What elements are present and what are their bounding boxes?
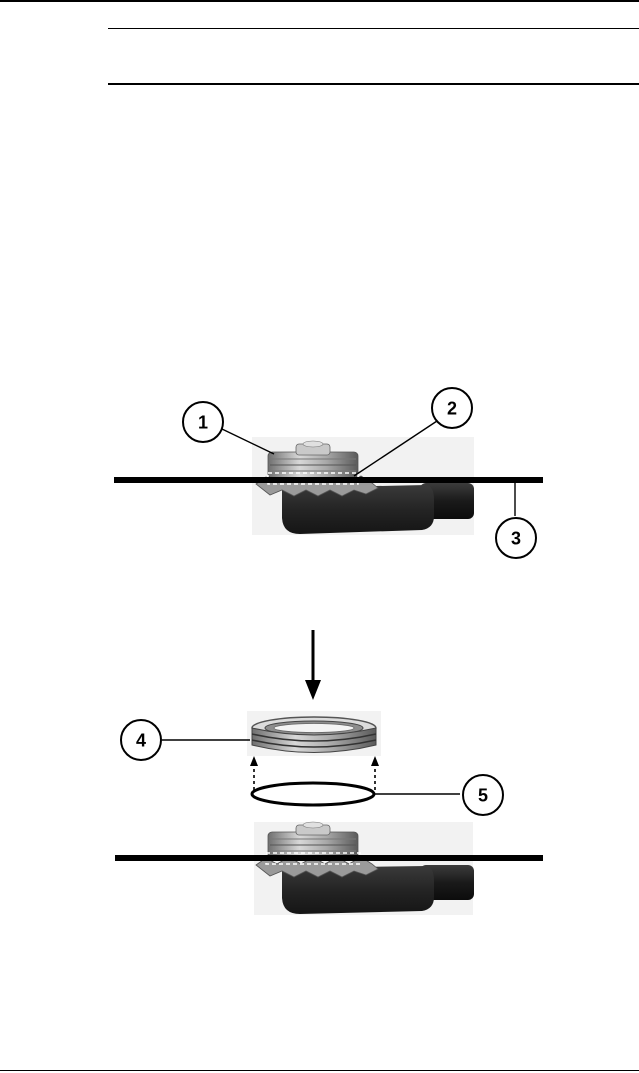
mounting-surface (114, 477, 543, 483)
down-arrow (305, 630, 321, 700)
callout-1: 1 (183, 402, 223, 442)
top-mount-assembly: 1 2 3 (114, 388, 543, 558)
o-ring (252, 783, 374, 805)
bottom-mount-assembly: 4 5 (115, 711, 543, 915)
mounting-surface-bottom (115, 855, 543, 861)
dotted-arrow-left (250, 756, 258, 790)
connector-boot-bottom (282, 866, 434, 914)
threaded-nut (247, 711, 381, 756)
callout-4-label: 4 (136, 731, 146, 751)
callout-2-label: 2 (447, 399, 457, 419)
callout-5-label: 5 (478, 786, 488, 806)
callout-4: 4 (121, 720, 161, 760)
callout-3-label: 3 (511, 529, 521, 549)
dotted-arrow-right (371, 756, 379, 790)
connector-boot (282, 485, 434, 534)
callout-5: 5 (463, 775, 503, 815)
callout-2: 2 (432, 388, 472, 428)
callout-3: 3 (496, 518, 536, 558)
callout-1-label: 1 (198, 413, 208, 433)
